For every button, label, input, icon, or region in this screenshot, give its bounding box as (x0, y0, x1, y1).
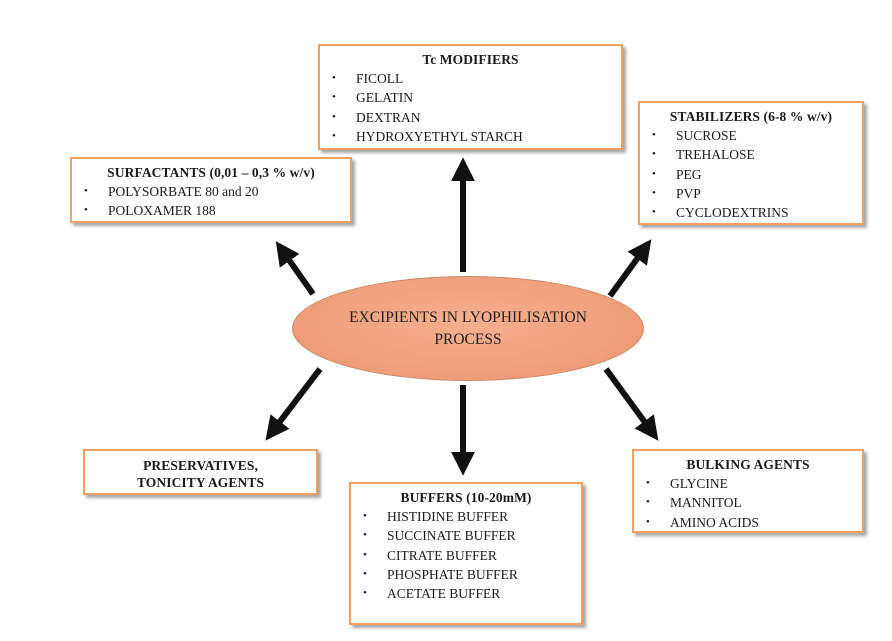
list-item: CYCLODEXTRINS (648, 203, 854, 223)
preservatives-title-line1: PRESERVATIVES, (143, 458, 258, 473)
list-item: MANNITOL (642, 493, 854, 513)
list-item: POLOXAMER 188 (80, 201, 342, 221)
surfactants-box: SURFACTANTS (0,01 – 0,3 % w/v) POLYSORBA… (70, 157, 352, 223)
list-item: TREHALOSE (648, 145, 854, 165)
list-item: SUCCINATE BUFFER (359, 526, 573, 546)
center-ellipse: EXCIPIENTS IN LYOPHILISATION PROCESS (292, 276, 644, 381)
preservatives-box: PRESERVATIVES, TONICITY AGENTS (83, 449, 318, 495)
center-label: EXCIPIENTS IN LYOPHILISATION PROCESS (349, 308, 587, 348)
list-item: PVP (648, 184, 854, 204)
list-item: GELATIN (328, 88, 613, 108)
tc-modifiers-title: Tc MODIFIERS (422, 52, 519, 67)
buffers-box: BUFFERS (10-20mM) HISTIDINE BUFFER SUCCI… (349, 482, 583, 625)
bulking-agents-box: BULKING AGENTS GLYCINE MANNITOL AMINO AC… (632, 449, 864, 533)
tc-modifiers-list: FICOLL GELATIN DEXTRAN HYDROXYETHYL STAR… (328, 69, 613, 146)
list-item: DEXTRAN (328, 108, 613, 128)
arrow-to-surfactants (275, 241, 316, 296)
list-item: AMINO ACIDS (642, 513, 854, 533)
bulking-agents-title: BULKING AGENTS (686, 457, 810, 472)
list-item: CITRATE BUFFER (359, 546, 573, 566)
list-item: PHOSPHATE BUFFER (359, 565, 573, 585)
list-item: FICOLL (328, 69, 613, 89)
arrow-to-bulking-agents (603, 367, 659, 441)
stabilizers-list: SUCROSE TREHALOSE PEG PVP CYCLODEXTRINS (648, 126, 854, 223)
stabilizers-title: STABILIZERS (6-8 % w/v) (669, 109, 833, 124)
list-item: PEG (648, 165, 854, 185)
surfactants-title: SURFACTANTS (0,01 – 0,3 % w/v) (107, 165, 315, 180)
arrow-to-preservatives (265, 367, 323, 441)
bulking-agents-list: GLYCINE MANNITOL AMINO ACIDS (642, 474, 854, 532)
list-item: HISTIDINE BUFFER (359, 507, 573, 527)
buffers-list: HISTIDINE BUFFER SUCCINATE BUFFER CITRAT… (359, 507, 573, 604)
tc-modifiers-box: Tc MODIFIERS FICOLL GELATIN DEXTRAN HYDR… (318, 44, 623, 150)
list-item: POLYSORBATE 80 and 20 (80, 182, 342, 202)
list-item: SUCROSE (648, 126, 854, 146)
list-item: ACETATE BUFFER (359, 584, 573, 604)
buffers-title: BUFFERS (10-20mM) (400, 490, 532, 505)
surfactants-list: POLYSORBATE 80 and 20 POLOXAMER 188 (80, 182, 342, 221)
list-item: GLYCINE (642, 474, 854, 494)
stabilizers-box: STABILIZERS (6-8 % w/v) SUCROSE TREHALOS… (638, 101, 864, 225)
arrow-to-stabilizers (607, 239, 652, 298)
list-item: HYDROXYETHYL STARCH (328, 127, 613, 147)
preservatives-title-line2: TONICITY AGENTS (136, 475, 265, 490)
